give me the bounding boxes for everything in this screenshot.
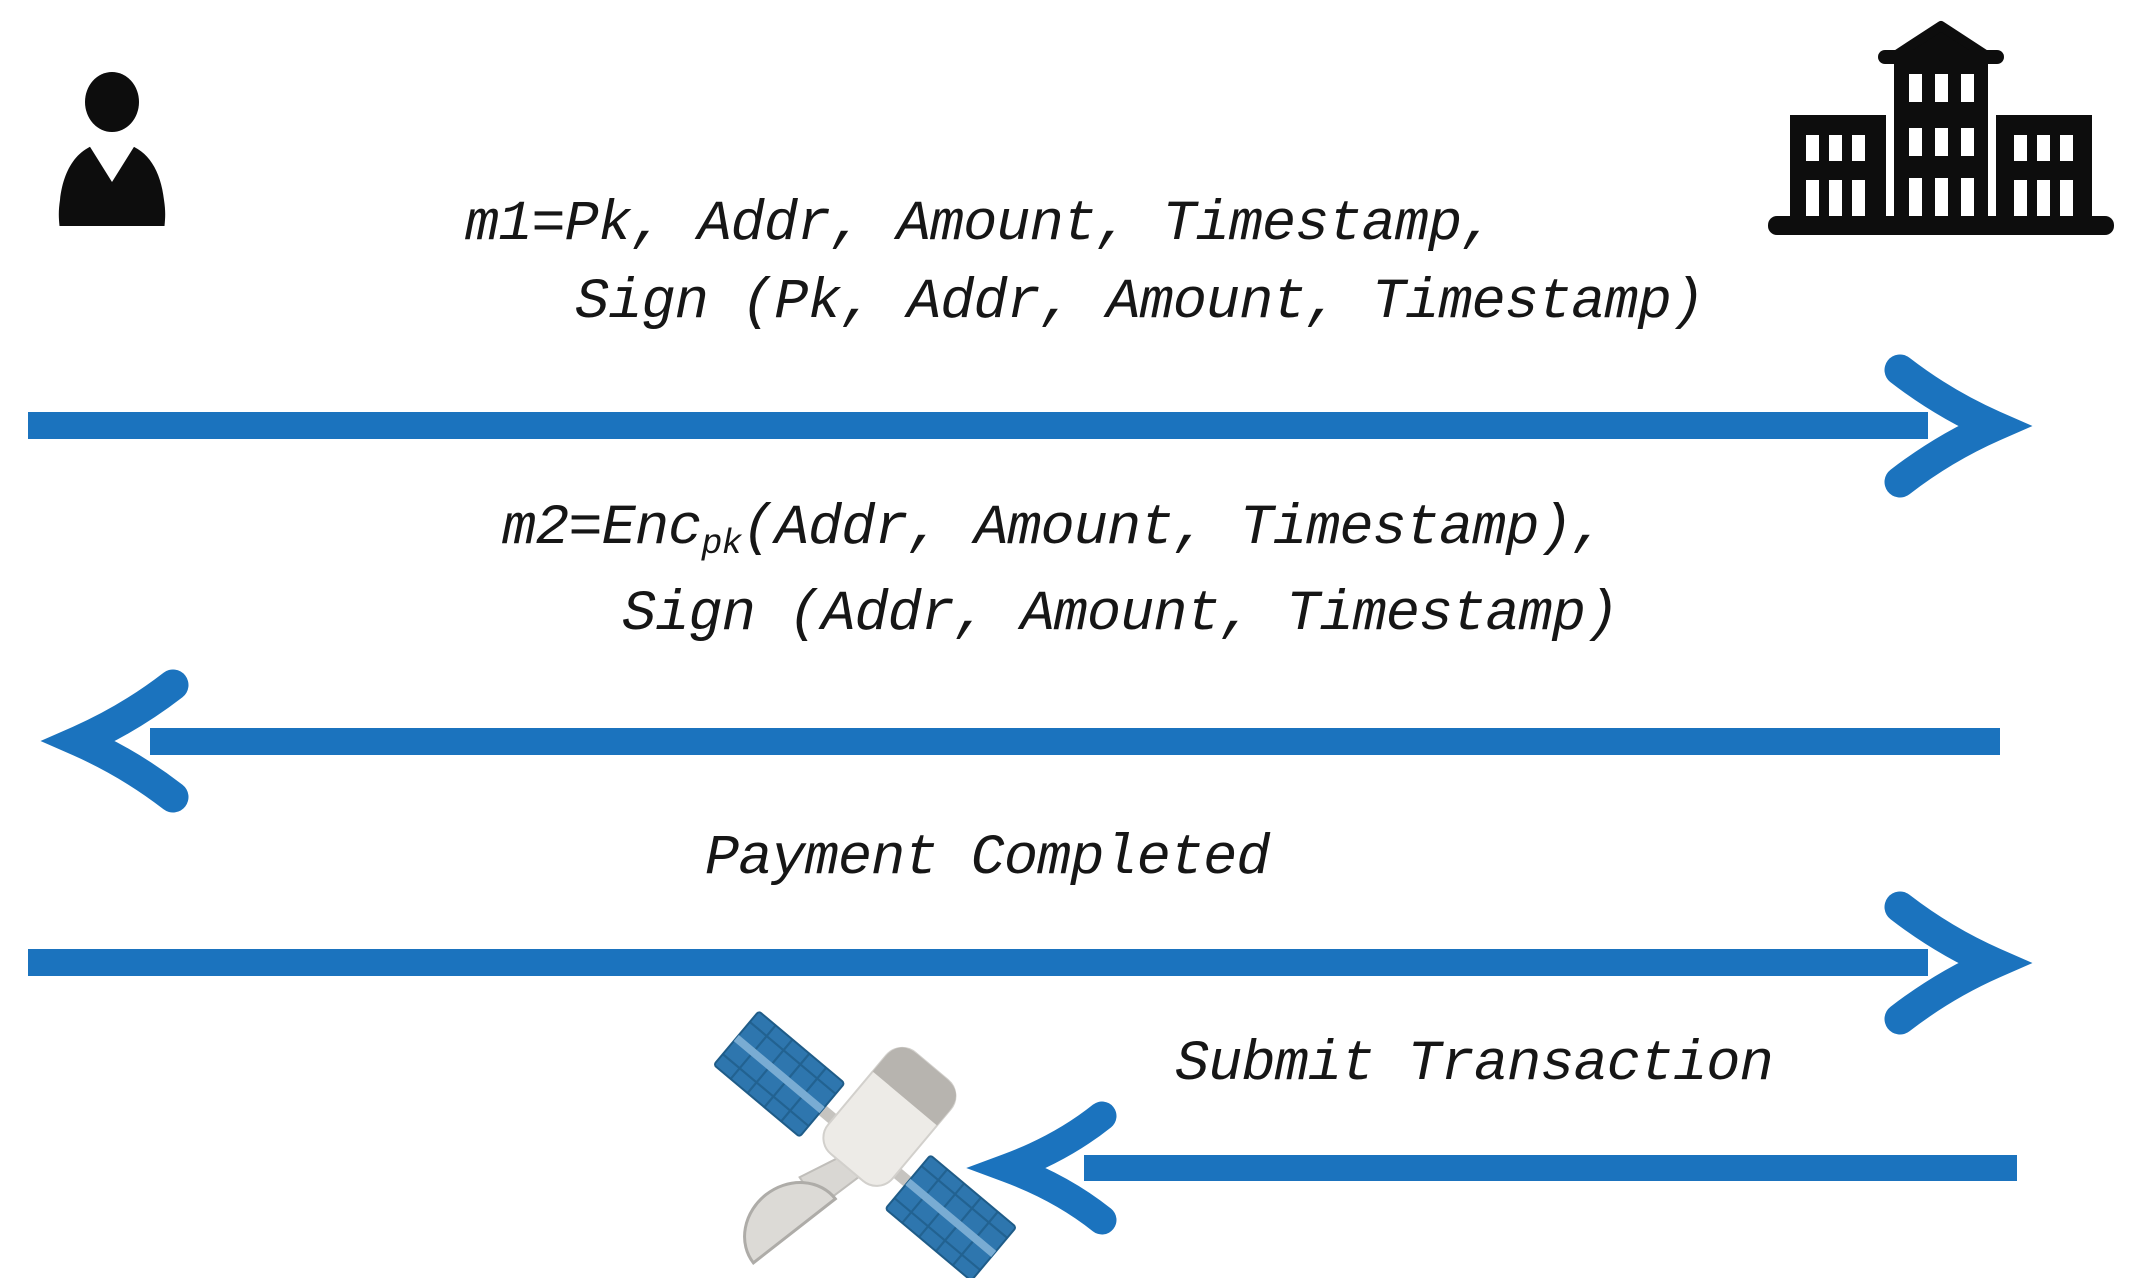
solar-panel-upper [714,1011,845,1137]
message-arrow-m4 [966,1101,2017,1235]
solar-panel-lower [885,1155,1016,1278]
person-icon [58,72,166,226]
message-m1-line1: m1=Pk, Addr, Amount, Timestamp, [465,193,1495,257]
message-m4-label: Submit Transaction [1175,1033,1774,1097]
building-icon [1768,21,2114,235]
message-arrow-m1 [28,354,2033,498]
message-m1-line2: Sign (Pk, Addr, Amount, Timestamp) [575,271,1705,335]
message-arrow-m3 [28,891,2033,1035]
subscript-pk: pk [701,523,742,564]
message-arrow-m2 [40,669,2000,813]
satellite-icon [714,1011,1016,1278]
message-m2-line2: Sign (Addr, Amount, Timestamp) [622,583,1619,647]
message-m2-line1: m2=Encpk(Addr, Amount, Timestamp), [502,497,1606,564]
message-m3-label: Payment Completed [705,827,1270,891]
